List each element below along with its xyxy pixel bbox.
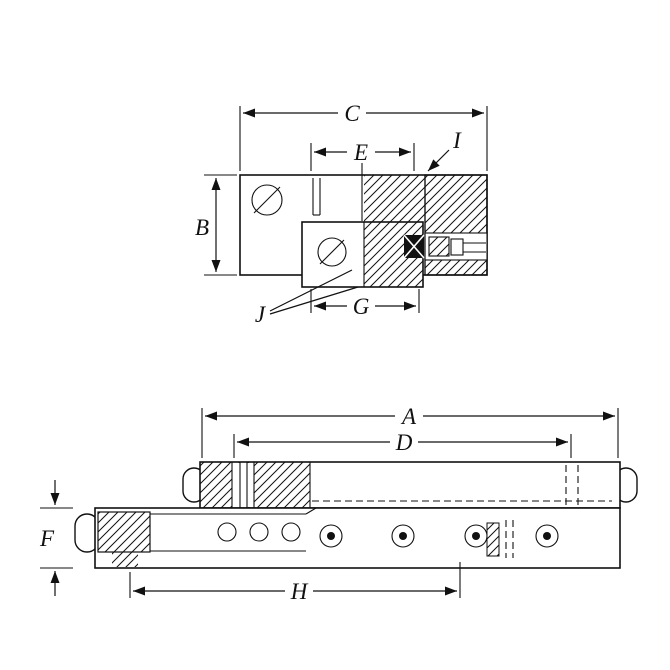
dim-label-h: H	[290, 579, 309, 604]
dim-label-c: C	[344, 101, 360, 126]
dim-label-d: D	[395, 430, 413, 455]
dimension-d: D	[233, 430, 572, 458]
dim-label-i: I	[452, 128, 462, 153]
dimension-f: F	[39, 480, 73, 596]
mounting-hole	[217, 522, 237, 542]
side-elevation-view: A D	[39, 404, 638, 604]
socket-screw	[391, 524, 415, 548]
section-cut-detail	[486, 522, 500, 557]
mounting-hole	[281, 522, 301, 542]
dim-label-e: E	[353, 140, 368, 165]
carriage-rail	[182, 461, 638, 509]
mounting-hole	[249, 522, 269, 542]
dim-label-a: A	[400, 404, 417, 429]
dimension-h: H	[129, 562, 461, 604]
dim-label-j: J	[255, 302, 267, 327]
dimension-e: E	[310, 140, 415, 171]
leader-j: J	[255, 269, 359, 327]
end-plug-section	[97, 511, 151, 553]
dim-label-b: B	[195, 215, 209, 240]
cross-section-view: C E I	[195, 101, 488, 327]
screw-head-carriage	[317, 237, 347, 267]
slide-base	[74, 507, 621, 569]
dimension-b: B	[195, 174, 237, 276]
screw-head-top-left	[251, 184, 283, 216]
dim-label-g: G	[353, 294, 370, 319]
dimension-a: A	[201, 404, 619, 458]
leader-i: I	[427, 128, 462, 172]
socket-screw	[319, 524, 343, 548]
dimension-c: C	[239, 101, 488, 171]
carriage-section	[301, 221, 486, 288]
dim-label-f: F	[39, 526, 55, 551]
socket-screw	[535, 524, 559, 548]
dimension-g: G	[310, 289, 420, 319]
